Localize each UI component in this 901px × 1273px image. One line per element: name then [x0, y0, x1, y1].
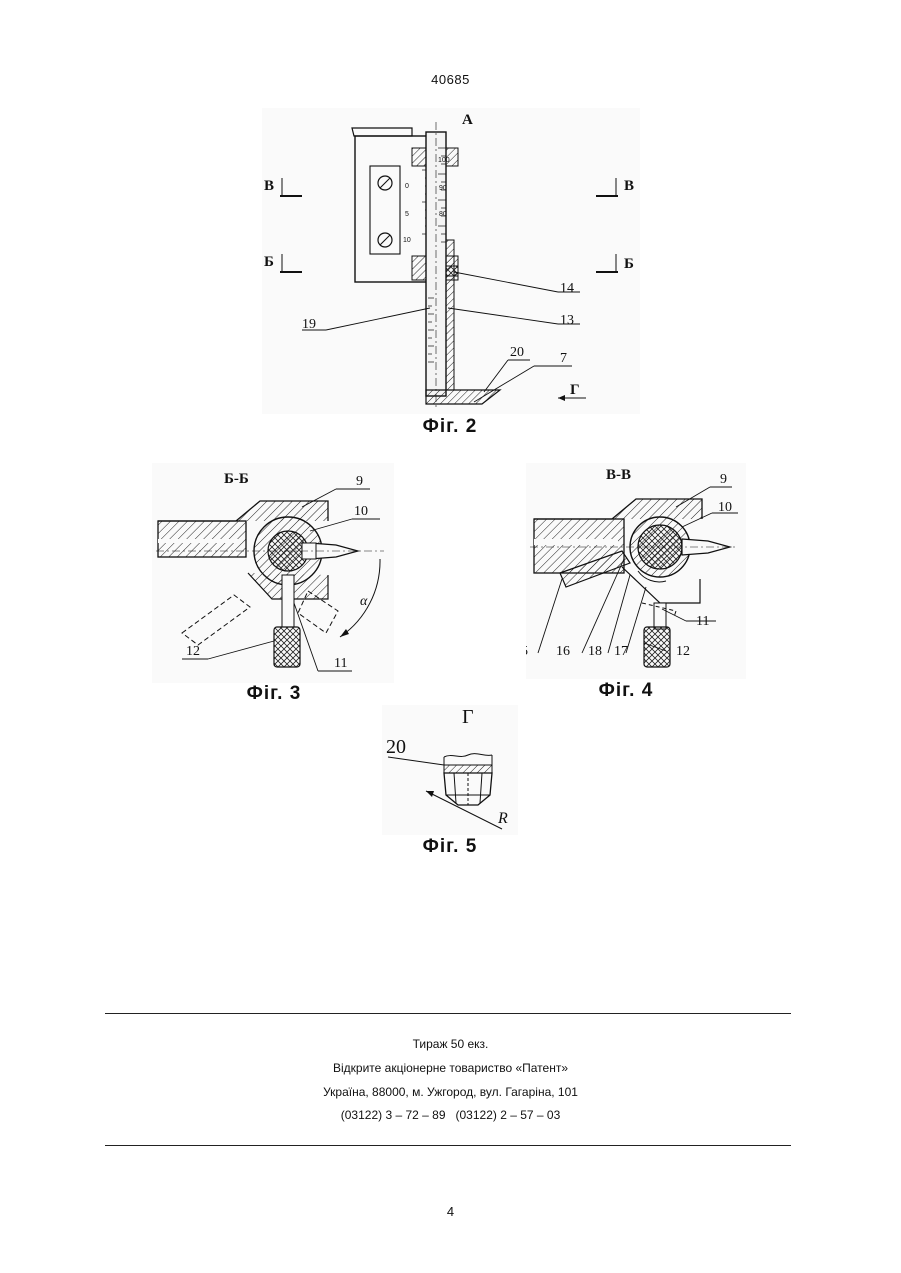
figure-2-drawing: 0 5 10 100 90 80 В В	[262, 108, 640, 414]
scale-tick-80: 80	[439, 211, 447, 218]
section-title-vv: В-В	[606, 467, 631, 483]
callout-20: 20	[386, 736, 406, 758]
callout-18: 18	[588, 644, 602, 659]
callout-10: 10	[354, 504, 368, 519]
angle-alpha: α	[360, 594, 368, 609]
view-label-a: А	[462, 112, 473, 128]
scale-tick-100: 100	[438, 157, 450, 164]
footer-top-rule	[105, 1013, 791, 1014]
figure-4-caption: Фіг. 4	[556, 680, 696, 702]
footer-address: Україна, 88000, м. Ужгород, вул. Гагарін…	[0, 1085, 901, 1099]
vernier-tick-0: 0	[405, 183, 409, 190]
callout-20: 20	[510, 345, 524, 360]
figure-3-caption: Фіг. 3	[204, 683, 344, 705]
callout-12: 12	[676, 644, 690, 659]
section-title-bb: Б-Б	[224, 471, 249, 487]
callout-9: 9	[720, 472, 727, 487]
callout-15: 15	[526, 644, 528, 659]
section-mark-v-left: В	[264, 178, 274, 194]
radius-r: R	[497, 810, 508, 827]
callout-9: 9	[356, 474, 363, 489]
view-arrow-g: Г	[570, 382, 580, 398]
callout-14: 14	[560, 281, 574, 296]
figure-2-caption: Фіг. 2	[380, 416, 520, 438]
callout-11: 11	[334, 656, 347, 671]
callout-19: 19	[302, 317, 316, 332]
footer-company: Відкрите акціонерне товариство «Патент»	[0, 1061, 901, 1075]
callout-16: 16	[556, 644, 570, 659]
callout-7: 7	[560, 351, 567, 366]
figure-5-caption: Фіг. 5	[380, 836, 520, 858]
callout-12: 12	[186, 644, 200, 659]
vernier-tick-10: 10	[403, 237, 411, 244]
callout-11: 11	[696, 614, 709, 629]
patent-number: 40685	[0, 72, 901, 87]
figure-3-drawing: Б-Б α 9 10 12 11	[152, 463, 394, 683]
page-number: 4	[0, 1204, 901, 1219]
figure-4-drawing: В-В 9 10 11 12 15 16 18 17	[526, 463, 746, 679]
view-title-g: Г	[462, 706, 474, 728]
scale-tick-90: 90	[439, 185, 447, 192]
figure-5-drawing: Г 20 R	[382, 705, 518, 835]
section-mark-v-right: В	[624, 178, 634, 194]
section-mark-b-left: Б	[264, 254, 274, 270]
section-mark-b-right: Б	[624, 256, 634, 272]
footer-phones: (03122) 3 – 72 – 89 (03122) 2 – 57 – 03	[0, 1108, 901, 1122]
footer-circulation: Тираж 50 екз.	[0, 1037, 901, 1051]
callout-17: 17	[614, 644, 628, 659]
vernier-tick-5: 5	[405, 211, 409, 218]
callout-10: 10	[718, 500, 732, 515]
footer-bottom-rule	[105, 1145, 791, 1146]
callout-13: 13	[560, 313, 574, 328]
